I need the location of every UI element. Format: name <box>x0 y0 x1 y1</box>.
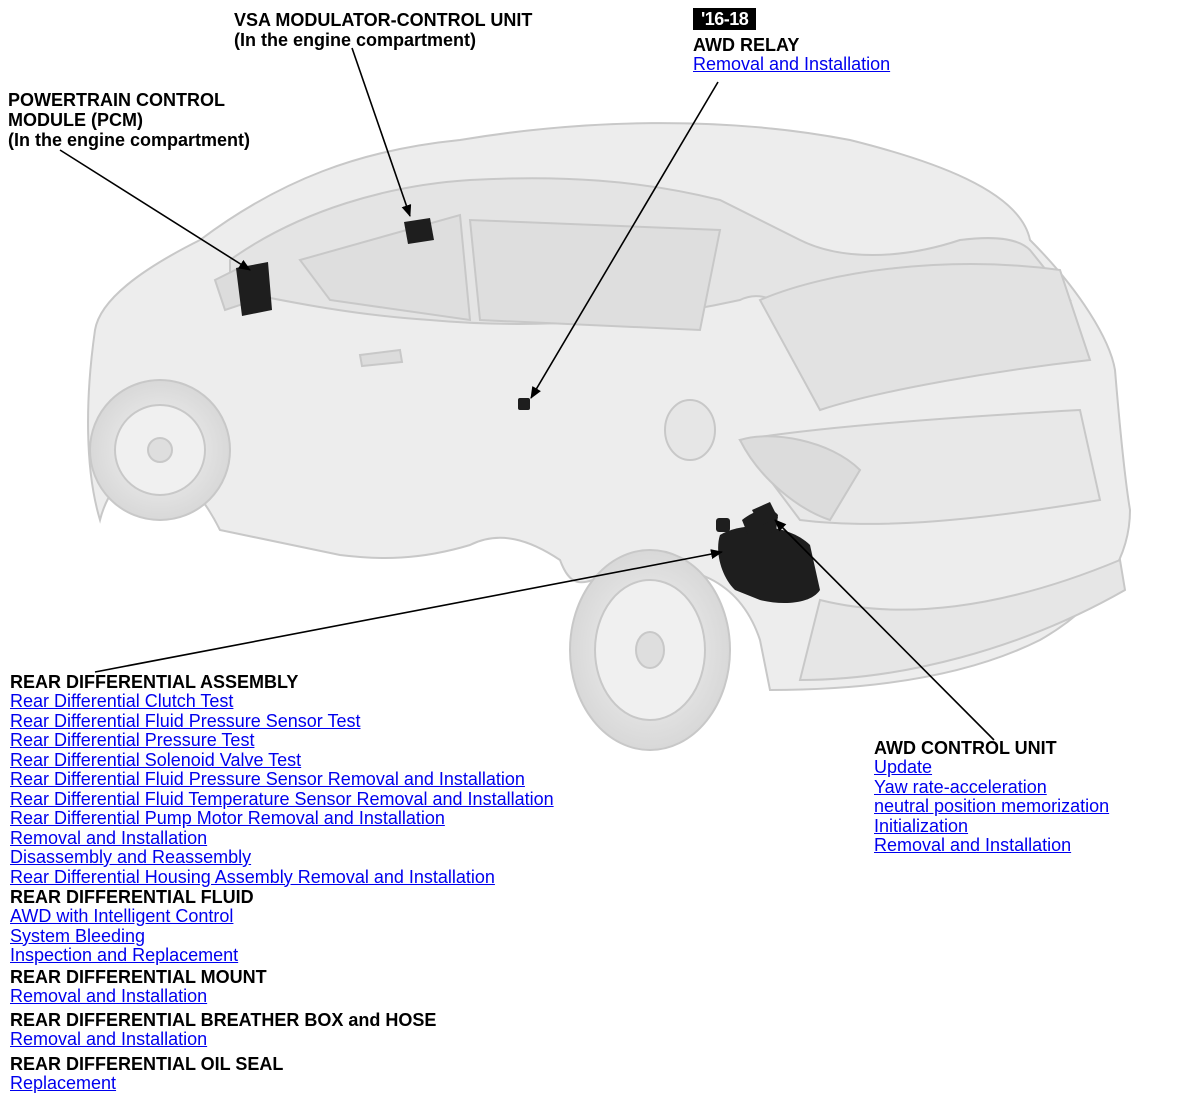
pcm-leader <box>59 149 251 271</box>
rear-diff-fluid-title: REAR DIFFERENTIAL FLUID <box>10 887 254 907</box>
rear-diff-link[interactable]: Rear Differential Solenoid Valve Test <box>10 749 302 770</box>
rear-diff-link[interactable]: Disassembly and Reassembly <box>10 847 252 867</box>
awd-relay-removal-link[interactable]: Removal and Installation <box>693 54 891 74</box>
awd-control-unit-block: AWD CONTROL UNIT Update Yaw rate-acceler… <box>874 738 1109 856</box>
rear-diff-leader <box>94 549 723 673</box>
rear-diff-breather-title: REAR DIFFERENTIAL BREATHER BOX and HOSE <box>10 1010 437 1030</box>
rear-diff-oil-seal-link[interactable]: Replacement <box>10 1072 117 1093</box>
rear-diff-link[interactable]: Rear Differential Pressure Test <box>10 730 255 750</box>
pcm-unit <box>236 262 272 316</box>
pcm-title-line2: MODULE (PCM) <box>8 110 143 130</box>
awd-relay-leader <box>530 81 719 399</box>
pcm-note: (In the engine compartment) <box>8 130 251 150</box>
rear-diff-fluid-link[interactable]: Inspection and Replacement <box>10 945 239 965</box>
rear-diff-link[interactable]: Rear Differential Fluid Temperature Sens… <box>10 788 554 809</box>
awd-relay-title: AWD RELAY <box>693 35 800 55</box>
rear-diff-fluid-link[interactable]: System Bleeding <box>10 925 146 946</box>
awd-control-unit-part <box>752 502 778 526</box>
vsa-unit <box>404 218 434 244</box>
rear-diff-mount-link[interactable]: Removal and Installation <box>10 985 208 1006</box>
vsa-title: VSA MODULATOR-CONTROL UNIT <box>234 10 533 30</box>
car-body <box>87 122 1132 751</box>
awd-cu-neutral-memorization-link[interactable]: neutral position memorization <box>874 796 1110 816</box>
rear-diff-link[interactable]: Rear Differential Clutch Test <box>10 691 234 711</box>
rear-diff-oil-seal-title: REAR DIFFERENTIAL OIL SEAL <box>10 1053 284 1074</box>
awd-relay-block: AWD RELAY Removal and Installation <box>693 35 890 75</box>
rear-diff-link[interactable]: Rear Differential Fluid Pressure Sensor … <box>10 710 361 731</box>
rear-diff-mount-title: REAR DIFFERENTIAL MOUNT <box>10 966 267 987</box>
awd-cu-update-link[interactable]: Update <box>874 757 933 777</box>
pcm-title-line1: POWERTRAIN CONTROL <box>8 90 225 110</box>
rear-diff-link[interactable]: Rear Differential Housing Assembly Remov… <box>10 866 495 887</box>
awd-cu-initialization-link[interactable]: Initialization <box>874 815 969 836</box>
vsa-label-block: VSA MODULATOR-CONTROL UNIT (In the engin… <box>234 10 532 50</box>
rear-diff-assembly-title: REAR DIFFERENTIAL ASSEMBLY <box>10 672 299 692</box>
vsa-note: (In the engine compartment) <box>234 30 477 50</box>
vsa-leader <box>351 47 412 217</box>
rear-diff-link[interactable]: Rear Differential Pump Motor Removal and… <box>10 808 445 828</box>
pcm-label-block: POWERTRAIN CONTROL MODULE (PCM) (In the … <box>8 90 250 150</box>
rear-diff-fluid-link[interactable]: AWD with Intelligent Control <box>10 906 234 926</box>
model-year-badge: '16-18 <box>693 8 757 30</box>
awd-cu-removal-link[interactable]: Removal and Installation <box>874 835 1072 855</box>
awd-control-unit-title: AWD CONTROL UNIT <box>874 738 1057 758</box>
awd-control-leader <box>774 519 995 741</box>
rear-diff-link[interactable]: Rear Differential Fluid Pressure Sensor … <box>10 769 525 789</box>
rear-differential-section: REAR DIFFERENTIAL ASSEMBLY Rear Differen… <box>10 672 554 1093</box>
rear-diff-link[interactable]: Removal and Installation <box>10 827 208 848</box>
rear-diff-breather-link[interactable]: Removal and Installation <box>10 1029 208 1049</box>
awd-relay-unit <box>518 398 530 410</box>
awd-cu-yaw-rate-link[interactable]: Yaw rate-acceleration <box>874 776 1047 797</box>
